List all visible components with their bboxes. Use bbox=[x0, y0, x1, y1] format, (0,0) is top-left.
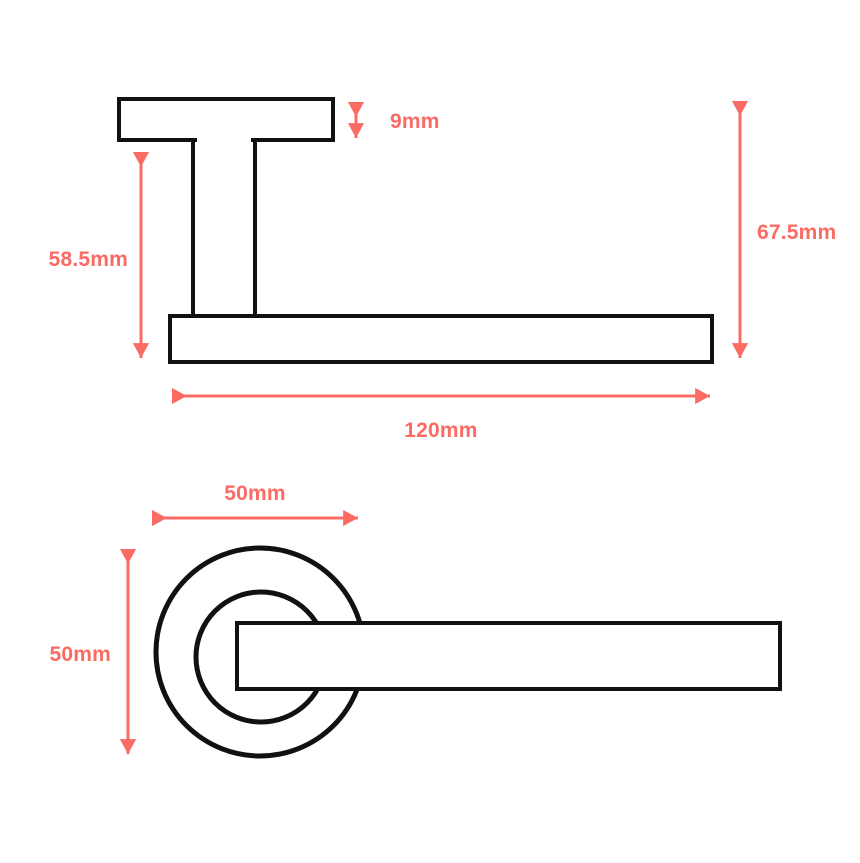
stem-top-seam-mask bbox=[197, 136, 251, 145]
rose-diameter-vertical-label: 50mm bbox=[49, 643, 111, 666]
lever-bar-plan-shape bbox=[235, 621, 782, 691]
side-elevation-view: 9mm 58.5mm 67.5mm 120mm bbox=[49, 97, 836, 442]
dimension-rose-diameter-vertical: 50mm bbox=[49, 549, 137, 754]
dimension-lever-length: 120mm bbox=[172, 387, 710, 442]
neck-height-label: 58.5mm bbox=[49, 248, 128, 271]
dimension-neck-height: 58.5mm bbox=[49, 152, 150, 358]
neck-stem-shape bbox=[191, 138, 257, 319]
rose-plate-shape bbox=[117, 97, 335, 142]
rose-thickness-label: 9mm bbox=[390, 110, 440, 133]
total-height-label: 67.5mm bbox=[757, 221, 836, 244]
lever-bar-shape bbox=[168, 314, 714, 364]
dimension-rose-thickness: 9mm bbox=[347, 102, 440, 138]
dimension-total-height: 67.5mm bbox=[731, 101, 836, 358]
lever-length-label: 120mm bbox=[404, 419, 477, 442]
dimension-rose-diameter-horizontal: 50mm bbox=[152, 482, 358, 527]
rose-diameter-horizontal-label: 50mm bbox=[224, 482, 286, 505]
plan-view: 50mm 50mm bbox=[49, 482, 782, 759]
